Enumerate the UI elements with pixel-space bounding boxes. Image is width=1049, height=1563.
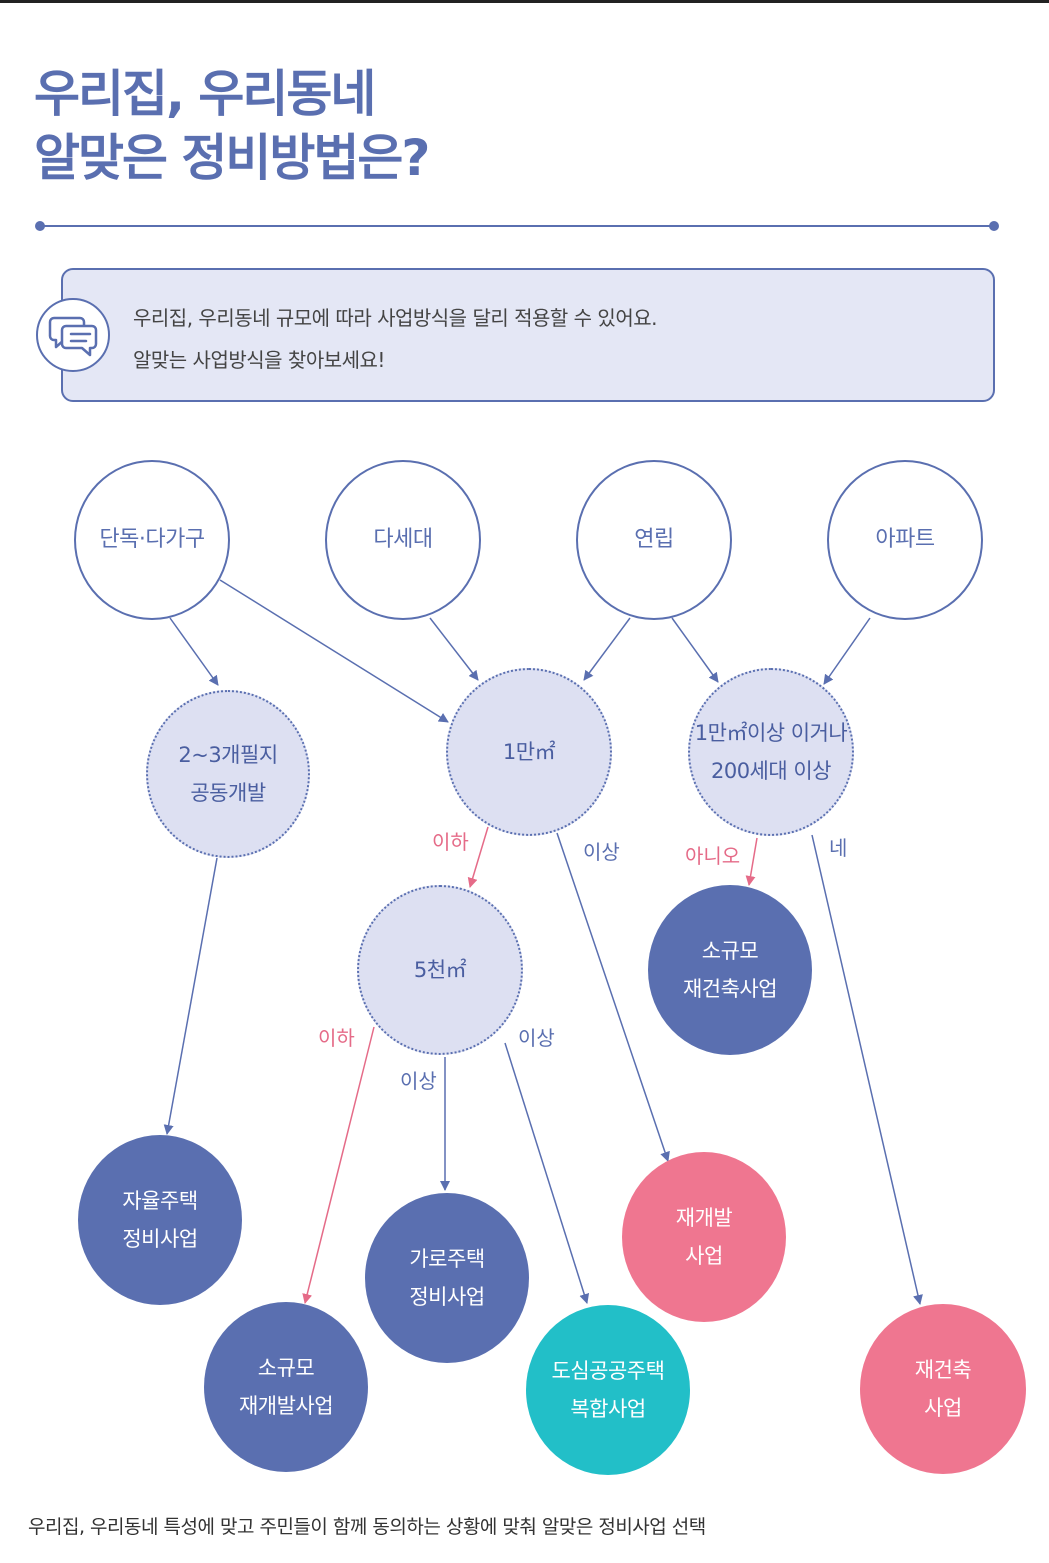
arrow-detached-to-10k <box>219 579 449 723</box>
label-above-10k: 이상 <box>583 840 620 864</box>
label-yes: 네 <box>829 836 848 860</box>
arrow-5k-below-to-small-redevelop <box>302 1026 375 1304</box>
condition-joint-line-2: 공동개발 <box>190 781 266 805</box>
chat-bubbles-icon <box>36 298 110 372</box>
label-no: 아니오 <box>685 844 741 868</box>
housing-apartment-label: 아파트 <box>875 527 935 552</box>
divider-dot-right <box>989 221 999 231</box>
street-line-2: 정비사업 <box>409 1285 485 1309</box>
result-small-redevelopment: 소규모 재개발사업 <box>204 1302 368 1472</box>
divider-dot-left <box>35 221 45 231</box>
condition-apt-line-2: 200세대 이상 <box>710 759 832 783</box>
divider <box>40 225 994 227</box>
result-urban-public-housing: 도심공공주택 복합사업 <box>526 1305 690 1475</box>
urban-public-line-1: 도심공공주택 <box>551 1359 665 1383</box>
condition-10k-label: 1만㎡ <box>502 740 556 764</box>
arrow-rowhouse-to-apt-cond <box>671 617 719 683</box>
condition-apartment-scale: 1만㎡이상 이거나 200세대 이상 <box>688 668 854 836</box>
top-border <box>0 0 1049 3</box>
small-redevelop-line-1: 소규모 <box>257 1356 315 1380</box>
rebuild-line-1: 재건축 <box>914 1358 972 1382</box>
result-reconstruction: 재건축 사업 <box>860 1304 1026 1474</box>
page-title: 우리집, 우리동네 알맞은 정비방법은? <box>34 62 430 190</box>
arrow-5k-above-to-urban <box>504 1042 590 1304</box>
housing-multiplex-label: 다세대 <box>373 527 433 552</box>
autonomous-line-1: 자율주택 <box>122 1189 198 1213</box>
info-line-1: 우리집, 우리동네 규모에 따라 사업방식을 달리 적용할 수 있어요. <box>133 306 657 330</box>
result-small-rebuild: 소규모 재건축사업 <box>648 885 812 1055</box>
arrow-detached-to-joint <box>169 617 219 686</box>
housing-detached-label: 단독·다가구 <box>99 527 205 552</box>
result-autonomous-housing: 자율주택 정비사업 <box>78 1135 242 1305</box>
arrow-multiplex-to-10k <box>429 617 479 681</box>
title-line-1: 우리집, 우리동네 <box>34 65 376 123</box>
redevelop-line-2: 사업 <box>685 1244 723 1268</box>
redevelop-line-1: 재개발 <box>675 1206 733 1230</box>
arrow-rowhouse-to-10k <box>583 617 631 681</box>
title-line-2: 알맞은 정비방법은? <box>34 129 430 187</box>
condition-joint-development: 2~3개필지 공동개발 <box>146 690 310 858</box>
label-above-5k-urban: 이상 <box>518 1026 555 1050</box>
label-above-5k-street: 이상 <box>400 1069 437 1093</box>
result-redevelopment: 재개발 사업 <box>622 1152 786 1322</box>
label-below-10k: 이하 <box>432 830 469 854</box>
urban-public-line-2: 복합사업 <box>570 1397 646 1421</box>
arrow-joint-to-autonomous <box>163 857 218 1135</box>
arrow-10k-below-to-5k <box>467 826 489 888</box>
housing-rowhouse-label: 연립 <box>634 527 674 552</box>
small-rebuild-line-1: 소규모 <box>701 939 759 963</box>
condition-apt-line-1: 1만㎡이상 이거나 <box>694 721 848 745</box>
condition-area-10k: 1만㎡ <box>446 668 612 836</box>
result-street-housing: 가로주택 정비사업 <box>365 1193 529 1363</box>
condition-area-5k: 5천㎡ <box>357 885 523 1055</box>
housing-detached: 단독·다가구 <box>74 460 230 620</box>
autonomous-line-2: 정비사업 <box>122 1227 198 1251</box>
condition-joint-line-1: 2~3개필지 <box>178 743 278 767</box>
small-rebuild-line-2: 재건축사업 <box>682 977 778 1001</box>
housing-apartment: 아파트 <box>827 460 983 620</box>
small-redevelop-line-2: 재개발사업 <box>238 1394 334 1418</box>
arrow-10k-above-to-redevelop <box>556 832 670 1162</box>
housing-rowhouse: 연립 <box>576 460 732 620</box>
footer-note: 우리집, 우리동네 특성에 맞고 주민들이 함께 동의하는 상황에 맞춰 알맞은… <box>28 1516 706 1538</box>
label-below-5k: 이하 <box>318 1026 355 1050</box>
rebuild-line-2: 사업 <box>924 1396 962 1420</box>
street-line-1: 가로주택 <box>409 1247 485 1271</box>
info-box: 우리집, 우리동네 규모에 따라 사업방식을 달리 적용할 수 있어요. 알맞는… <box>61 268 995 402</box>
arrow-apt-no-to-small-rebuild <box>745 837 758 886</box>
housing-multiplex: 다세대 <box>325 460 481 620</box>
info-line-2: 알맞는 사업방식을 찾아보세요! <box>133 348 385 372</box>
arrow-apartment-to-apt-cond <box>823 617 871 685</box>
condition-5k-label: 5천㎡ <box>413 958 467 982</box>
arrow-apt-yes-to-rebuild <box>811 834 923 1305</box>
